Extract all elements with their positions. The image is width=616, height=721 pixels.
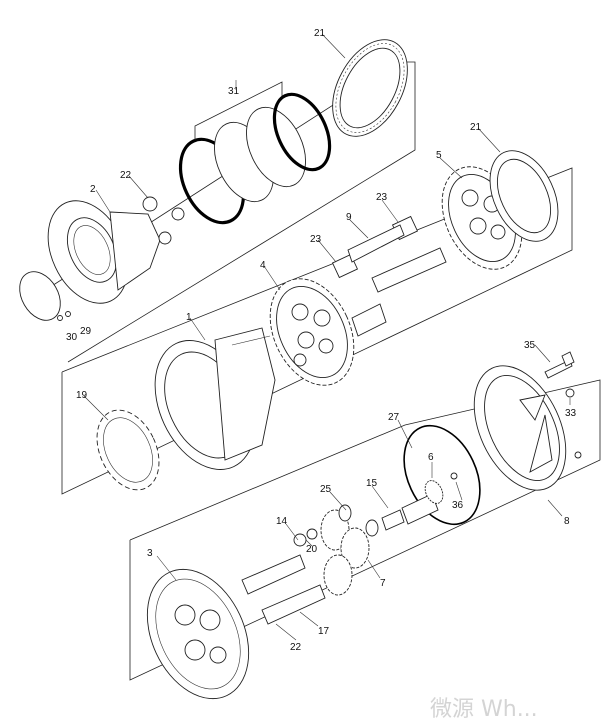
callout-30: 30 — [66, 332, 78, 343]
planet-gears-7 — [320, 509, 370, 596]
callout-labels: 21 31 22 2 5 21 23 9 23 4 30 29 1 35 19 … — [66, 28, 577, 653]
leader-lines — [83, 33, 571, 641]
callout-4: 4 — [260, 260, 266, 271]
housing-1 — [154, 327, 276, 470]
callout-21b: 21 — [470, 122, 482, 133]
callout-27: 29 — [80, 326, 92, 337]
callout-20: 20 — [306, 544, 318, 555]
callout-25: 25 — [320, 484, 332, 495]
carrier-3 — [146, 568, 250, 700]
callout-33: 33 — [565, 408, 577, 419]
callout-15: 15 — [366, 478, 378, 489]
callout-21a: 21 — [314, 28, 326, 39]
callout-19: 17 — [318, 626, 330, 637]
watermark: 微源 Wh... — [430, 697, 538, 721]
callout-5: 5 — [436, 150, 442, 161]
callout-23a: 23 — [376, 192, 388, 203]
shaft-assembly-9 — [331, 215, 447, 337]
callout-23b: 23 — [310, 234, 322, 245]
callout-36: 36 — [452, 500, 464, 511]
bearing-21-top — [332, 39, 408, 137]
o-ring-30 — [19, 271, 71, 321]
ring-29 — [403, 424, 481, 526]
callout-2: 2 — [90, 184, 96, 195]
callout-1: 1 — [186, 312, 192, 323]
callout-3: 3 — [147, 548, 153, 559]
spacer-15 — [365, 509, 405, 537]
seal-set-31 — [178, 81, 332, 225]
callout-8: 8 — [564, 516, 570, 527]
callout-6: 6 — [428, 452, 434, 463]
group-frame-bottom — [129, 379, 601, 681]
callout-7: 7 — [380, 578, 386, 589]
callout-35: 35 — [524, 340, 536, 351]
carrier-gear-4 — [269, 278, 355, 386]
callout-22a: 22 — [120, 170, 132, 181]
callout-22b: 22 — [290, 642, 302, 653]
callout-29: 27 — [388, 412, 400, 423]
callout-17: 19 — [76, 390, 88, 401]
roller-set-17 — [96, 409, 160, 491]
bolt-35 — [544, 351, 582, 459]
callout-31: 31 — [228, 86, 240, 97]
callout-14: 14 — [276, 516, 288, 527]
hub-2 — [47, 196, 185, 304]
bearing-21-right — [489, 150, 559, 242]
sun-gear-6 — [401, 472, 458, 525]
callout-9: 9 — [346, 212, 352, 223]
planet-shafts — [241, 504, 352, 625]
cover-8 — [473, 365, 567, 491]
